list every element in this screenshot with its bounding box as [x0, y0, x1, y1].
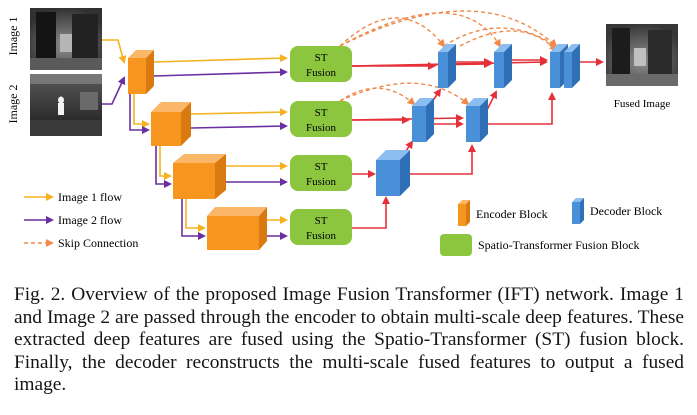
ift-network-diagram: Image 1 Image 2 [6, 8, 678, 256]
fused-image-label: Fused Image [614, 98, 671, 110]
decoder-block [438, 44, 456, 88]
encoder-block-4 [207, 207, 267, 250]
decoder-block [466, 98, 488, 142]
decoder-block [412, 98, 434, 142]
figure-caption: Fig. 2. Overview of the proposed Image F… [14, 284, 684, 397]
skip-connection [339, 82, 470, 106]
legend-label: Spatio-Transformer Fusion Block [478, 238, 640, 252]
image1-flow-enc1-enc2 [133, 94, 150, 128]
input-image-2 [30, 74, 102, 136]
skip-connection [339, 87, 416, 106]
st-fusion-label: Fusion [306, 176, 336, 188]
st-fusion-label: ST [315, 161, 328, 173]
legend-image1-flow: Image 1 flow [24, 190, 122, 204]
st-fusion-block-4: ST Fusion [290, 209, 352, 245]
legend-label: Decoder Block [590, 204, 662, 218]
legend-decoder-block: Decoder Block [572, 198, 662, 224]
image2-flow-enc1-enc2 [129, 94, 150, 134]
legend-label: Skip Connection [58, 236, 138, 250]
skip-connection [339, 10, 558, 48]
decoder-flow [352, 196, 390, 229]
image2-flow-level1-fusion [153, 68, 288, 77]
st-fusion-label: Fusion [306, 122, 336, 134]
caption-text: Fig. 2. Overview of the proposed Image F… [14, 284, 684, 396]
image1-flow-enc3-enc4 [185, 199, 206, 232]
decoder-flow [408, 144, 476, 175]
legend-image2-flow: Image 2 flow [24, 213, 122, 227]
skip-connection [459, 30, 558, 52]
decoder-flow [351, 114, 464, 123]
image2-flow-enc3-enc4 [181, 199, 206, 240]
legend-label: Encoder Block [476, 207, 548, 221]
st-fusion-block-2: ST Fusion [290, 101, 352, 137]
decoder-block [564, 44, 580, 88]
input-image-1 [30, 8, 102, 70]
skip-connection [443, 27, 558, 48]
fused-output-image [606, 24, 678, 86]
image2-flow-level2-fusion [190, 122, 288, 131]
image2-label: Image 2 [6, 85, 20, 124]
image1-flow-level1-fusion [153, 54, 288, 63]
image1-flow-level2-fusion [190, 108, 288, 117]
skip-connection [339, 12, 502, 48]
image1-label: Image 1 [6, 17, 20, 56]
legend-label: Image 2 flow [58, 213, 122, 227]
image2-flow-enc2-enc3 [155, 146, 172, 188]
legend-fusion-block: Spatio-Transformer Fusion Block [440, 234, 640, 256]
image1-flow-enc2-enc3 [159, 146, 172, 180]
st-fusion-label: ST [315, 52, 328, 64]
legend-encoder-block: Encoder Block [458, 200, 548, 226]
encoder-block-2 [151, 102, 191, 146]
st-fusion-label: Fusion [306, 67, 336, 79]
decoder-block [376, 150, 410, 196]
st-fusion-block-3: ST Fusion [290, 155, 352, 191]
decoder-block [494, 44, 512, 88]
image1-input-flow [102, 39, 127, 64]
decoder-flow [488, 92, 556, 125]
image2-input-flow [102, 76, 126, 105]
st-fusion-label: ST [315, 107, 328, 119]
encoder-block-3 [173, 154, 226, 199]
encoder-block-1 [128, 50, 154, 94]
st-fusion-label: ST [315, 215, 328, 227]
legend-skip-connection: Skip Connection [24, 236, 138, 250]
legend-label: Image 1 flow [58, 190, 122, 204]
st-fusion-label: Fusion [306, 230, 336, 242]
st-fusion-block-1: ST Fusion [290, 46, 352, 82]
skip-connection [339, 17, 446, 48]
